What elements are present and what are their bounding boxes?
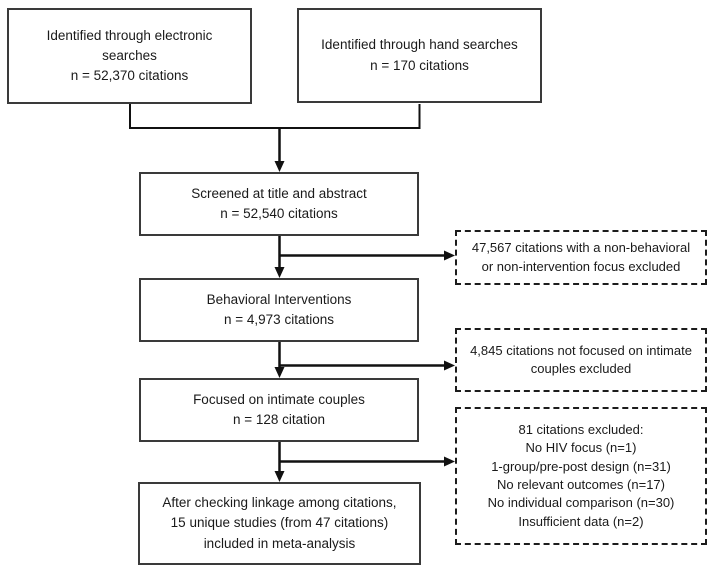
box-focused-intimate-couples: Focused on intimate couples n = 128 cita… (139, 378, 419, 442)
box-identified-hand-label: Identified through hand searches n = 170… (321, 37, 518, 73)
box-identified-hand: Identified through hand searches n = 170… (297, 8, 542, 103)
box-focused-intimate-couples-label: Focused on intimate couples n = 128 cita… (193, 391, 365, 427)
box-screened-title-abstract: Screened at title and abstract n = 52,54… (139, 172, 419, 236)
box-screened-title-abstract-label: Screened at title and abstract n = 52,54… (191, 185, 367, 221)
box-behavioral-interventions-label: Behavioral Interventions n = 4,973 citat… (206, 291, 352, 327)
box-behavioral-interventions: Behavioral Interventions n = 4,973 citat… (139, 278, 419, 342)
box-excluded-81-citations: 81 citations excluded: No HIV focus (n=1… (455, 407, 707, 545)
merge-connector (129, 104, 421, 129)
box-meta-analysis: After checking linkage among citations, … (138, 482, 421, 565)
box-excluded-not-couples: 4,845 citations not focused on intimate … (455, 328, 707, 392)
box-identified-electronic: Identified through electronic searches n… (7, 8, 252, 104)
box-excluded-not-couples-label: 4,845 citations not focused on intimate … (470, 342, 692, 376)
box-excluded-81-citations-label: 81 citations excluded: No HIV focus (n=1… (487, 421, 675, 529)
box-excluded-non-behavioral-label: 47,567 citations with a non-behavioral o… (471, 240, 691, 274)
box-excluded-non-behavioral: 47,567 citations with a non-behavioral o… (455, 230, 707, 285)
box-identified-electronic-label: Identified through electronic searches n… (46, 27, 213, 84)
box-meta-analysis-label: After checking linkage among citations, … (162, 495, 397, 551)
